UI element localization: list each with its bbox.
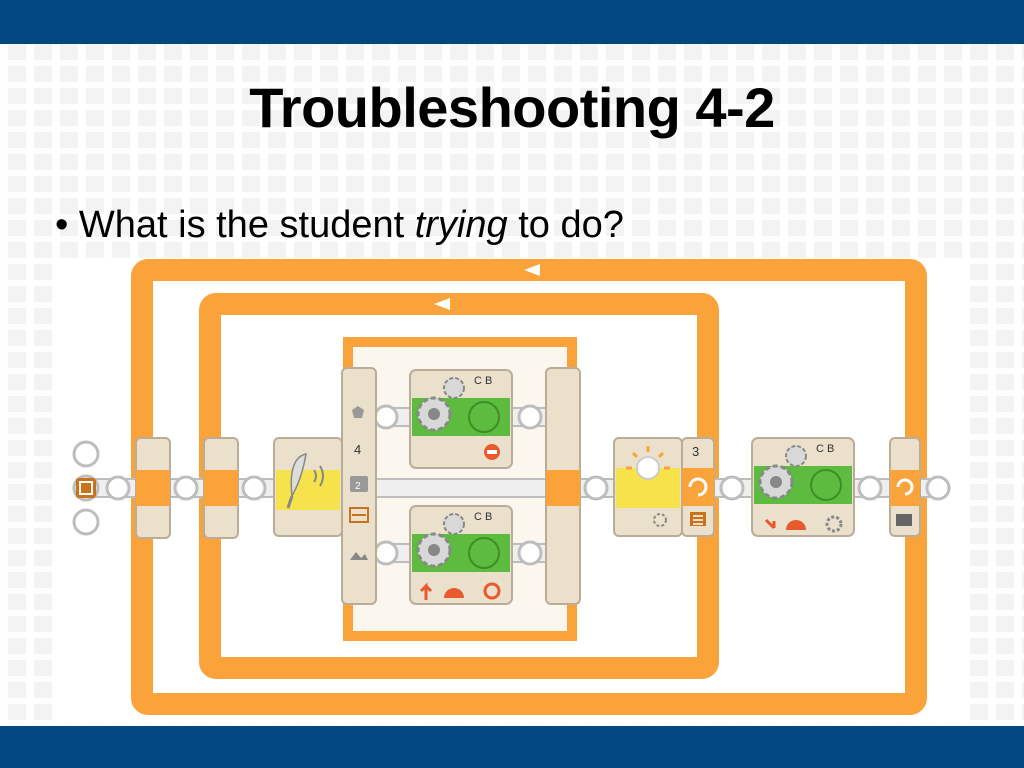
- bullet-text-emphasis: trying: [414, 204, 508, 246]
- unlimited-icon: [483, 582, 501, 600]
- switch-port-number: 4: [354, 442, 361, 457]
- loop-arrow-icon: [524, 264, 540, 276]
- loop-icon: [896, 478, 914, 496]
- top-banner: [0, 0, 1024, 44]
- bullet-text-before: What is the student: [78, 204, 415, 246]
- program-diagram: 4 2 C B: [56, 258, 970, 724]
- outer-loop-start[interactable]: [135, 437, 171, 539]
- power-icon: [786, 520, 806, 530]
- slide-title: Troubleshooting 4-2: [249, 76, 775, 139]
- motor-bottom-ports: C B: [474, 511, 492, 523]
- motor-block-top[interactable]: C B: [409, 369, 513, 469]
- sensor-port-icon: [896, 514, 912, 526]
- light-sensor-block[interactable]: [613, 437, 683, 537]
- light-icon: [626, 446, 670, 480]
- dish-icon: [286, 453, 324, 509]
- wait-block[interactable]: 3: [681, 437, 715, 537]
- power-icon: [444, 588, 464, 598]
- port-icon: 2: [350, 476, 368, 492]
- motor-right-ports: C B: [816, 443, 834, 455]
- svg-text:2: 2: [355, 481, 361, 492]
- unlimited-icon: [825, 515, 843, 533]
- bullet-point: • What is the student trying to do?: [55, 204, 624, 247]
- generate-icon: [653, 513, 667, 527]
- program-svg: 4 2 C B: [72, 259, 951, 715]
- reverse-icon: [764, 518, 776, 530]
- compare-icon: [349, 507, 369, 523]
- gear-icon: [416, 513, 465, 568]
- motor-block-bottom[interactable]: C B: [409, 505, 513, 605]
- motor-top-ports: C B: [474, 375, 492, 387]
- wait-value: 3: [692, 444, 699, 459]
- switch-block[interactable]: 4 2: [341, 367, 377, 605]
- gear-icon: [758, 445, 807, 500]
- outer-loop-end[interactable]: [889, 437, 921, 537]
- sound-sensor-block[interactable]: [273, 437, 343, 537]
- gear-icon: [416, 377, 465, 432]
- bottom-banner: [0, 726, 1024, 768]
- loop-icon: [688, 477, 708, 497]
- switch-end: [545, 367, 581, 605]
- connector-dots: [105, 404, 951, 566]
- stop-icon: [484, 444, 500, 460]
- bullet-marker: •: [55, 204, 69, 246]
- inner-loop-start[interactable]: [203, 437, 239, 539]
- sensor-icon: [352, 406, 364, 418]
- light-icon: [350, 552, 368, 560]
- start-block[interactable]: [72, 440, 100, 536]
- list-icon: [690, 512, 706, 526]
- forward-icon: [419, 582, 433, 600]
- bullet-text-after: to do?: [507, 204, 624, 246]
- loop-arrow-icon: [434, 298, 450, 310]
- motor-block-right[interactable]: C B: [751, 437, 855, 537]
